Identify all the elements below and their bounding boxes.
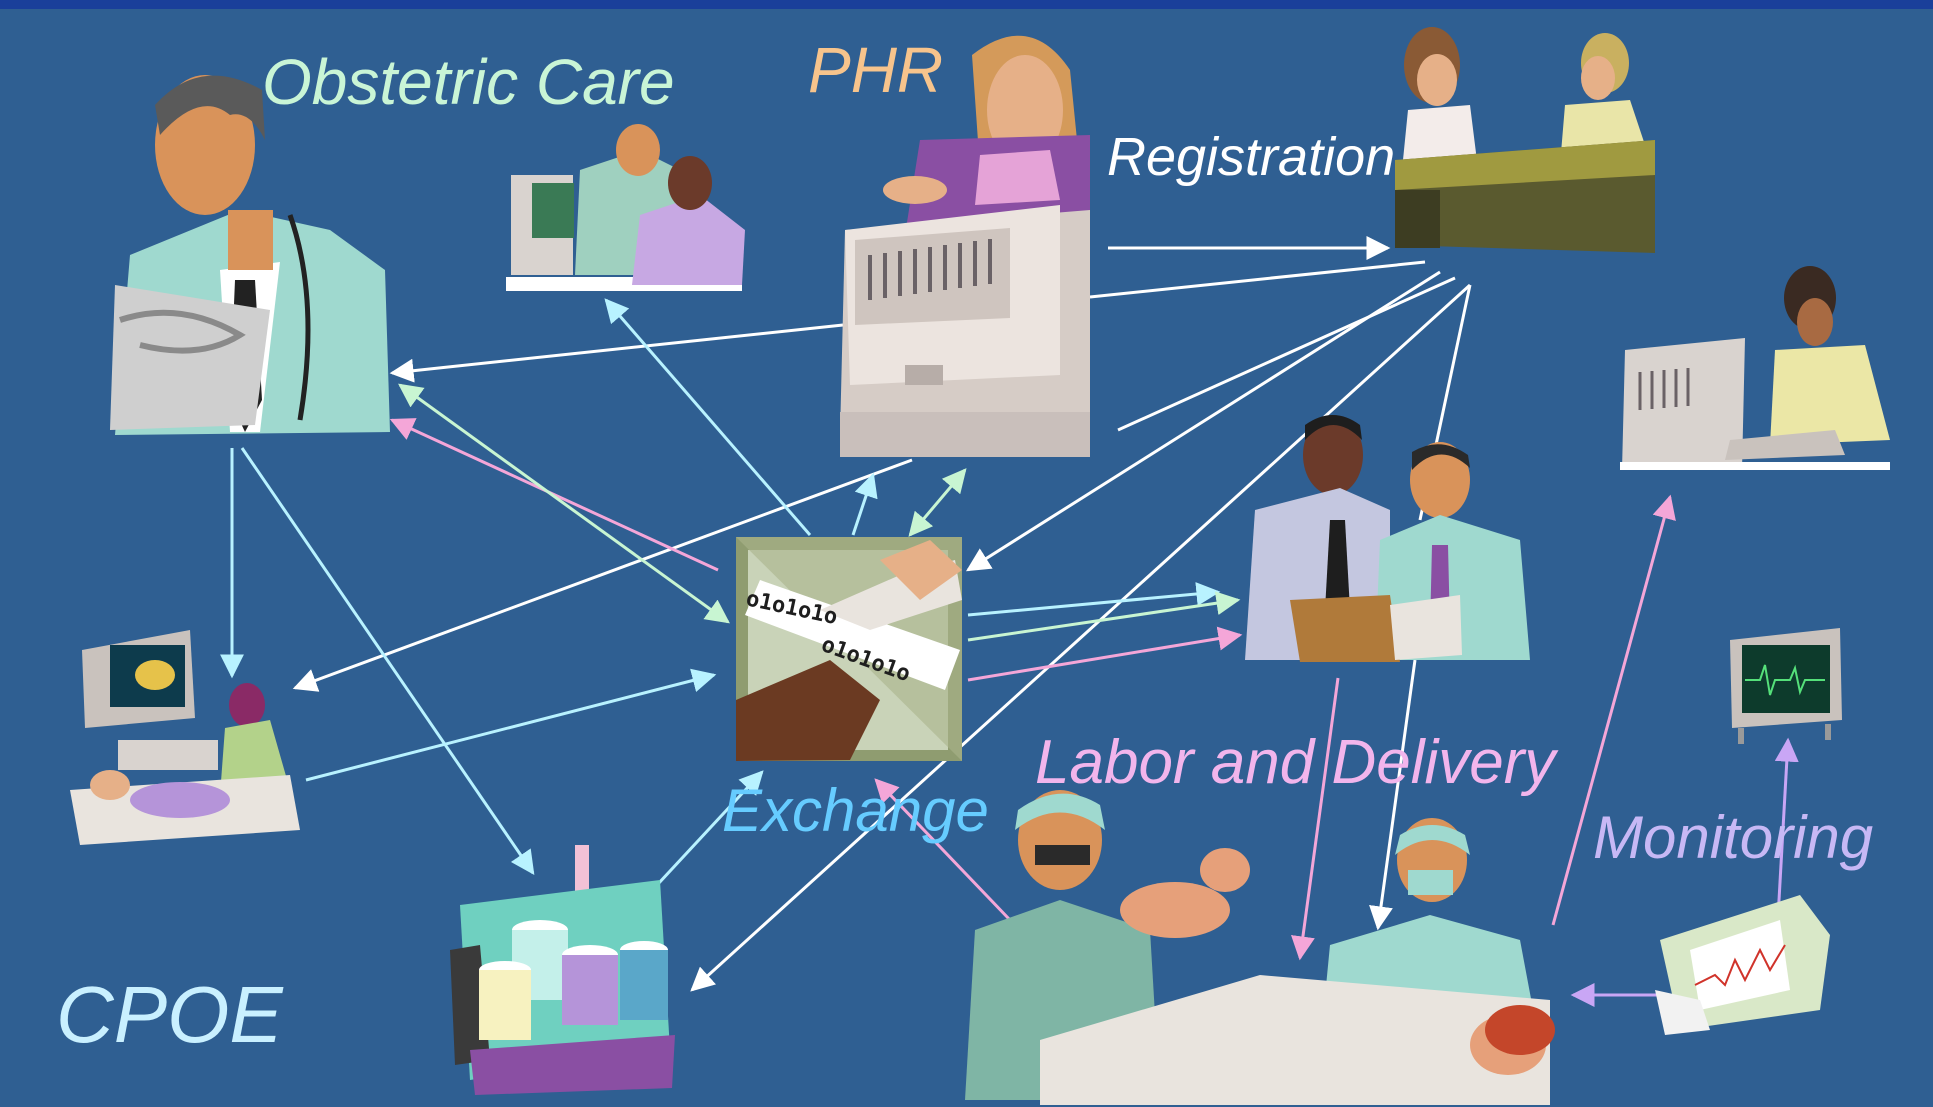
label-phr: PHR: [808, 34, 944, 106]
label-monitoring: Monitoring: [1593, 804, 1874, 871]
arrow-exchange-to-consult-2: [967, 591, 1241, 642]
label-cpoe: CPOE: [56, 970, 283, 1059]
labor-delivery-room-illustration: [965, 790, 1555, 1105]
arrow-obstetric-to-exchange: [398, 383, 730, 624]
arrow-exchange-to-imaging: [604, 298, 812, 536]
arrow-exchange-to-obstetric: [389, 418, 719, 572]
cpoe-lab-orders-illustration: [450, 845, 675, 1095]
arrow-exchange-to-consult-1: [967, 582, 1221, 617]
top-bar: [0, 0, 1933, 9]
arrow-fetal-monitor-to-monitor: [1774, 737, 1799, 919]
cardiac-monitor-illustration: [1730, 628, 1842, 744]
arrow-obstetric-to-cpoe: [240, 447, 535, 875]
arrow-registration-to-consult: [1117, 276, 1456, 432]
physicians-consulting-illustration: [1245, 415, 1530, 662]
obstetrician-illustration: [110, 75, 390, 435]
label-obstetric-care: Obstetric Care: [262, 46, 675, 118]
arrow-exchange-to-phr: [851, 472, 878, 536]
label-exchange: Exchange: [722, 777, 989, 844]
phr-woman-computer-illustration: [840, 35, 1090, 457]
arrow-registration-to-phr: [1089, 260, 1426, 299]
arrow-exchange-phr-bidirectional: [908, 468, 967, 537]
arrow-cpoe-to-exchange: [643, 770, 764, 900]
label-labor-and-delivery: Labor and Delivery: [1035, 728, 1556, 797]
imaging-workstation-illustration: [506, 124, 745, 291]
arrow-ultrasound-to-exchange: [305, 668, 717, 782]
arrow-labor-to-nurse-station: [1551, 494, 1676, 926]
arrow-consult-to-labor-pink: [1291, 677, 1340, 961]
registration-desk-illustration: [1395, 27, 1655, 253]
arrows: [220, 236, 1799, 1007]
nurse-station-computer-illustration: [1620, 266, 1890, 470]
arrow-labor-to-exchange: [874, 778, 1012, 922]
arrow-exchange-to-consult-3: [967, 626, 1243, 682]
arrow-consult-to-labor: [1369, 659, 1417, 931]
label-registration: Registration: [1107, 127, 1396, 187]
data-exchange-illustration: o1o1o1o o1o1o1o: [736, 537, 962, 761]
arrow-phr-to-obstetric: [389, 323, 844, 383]
arrow-registration-to-cpoe: [690, 283, 1472, 992]
ultrasound-exam-illustration: [70, 630, 300, 845]
fetal-monitor-printer-illustration: [1655, 895, 1830, 1035]
